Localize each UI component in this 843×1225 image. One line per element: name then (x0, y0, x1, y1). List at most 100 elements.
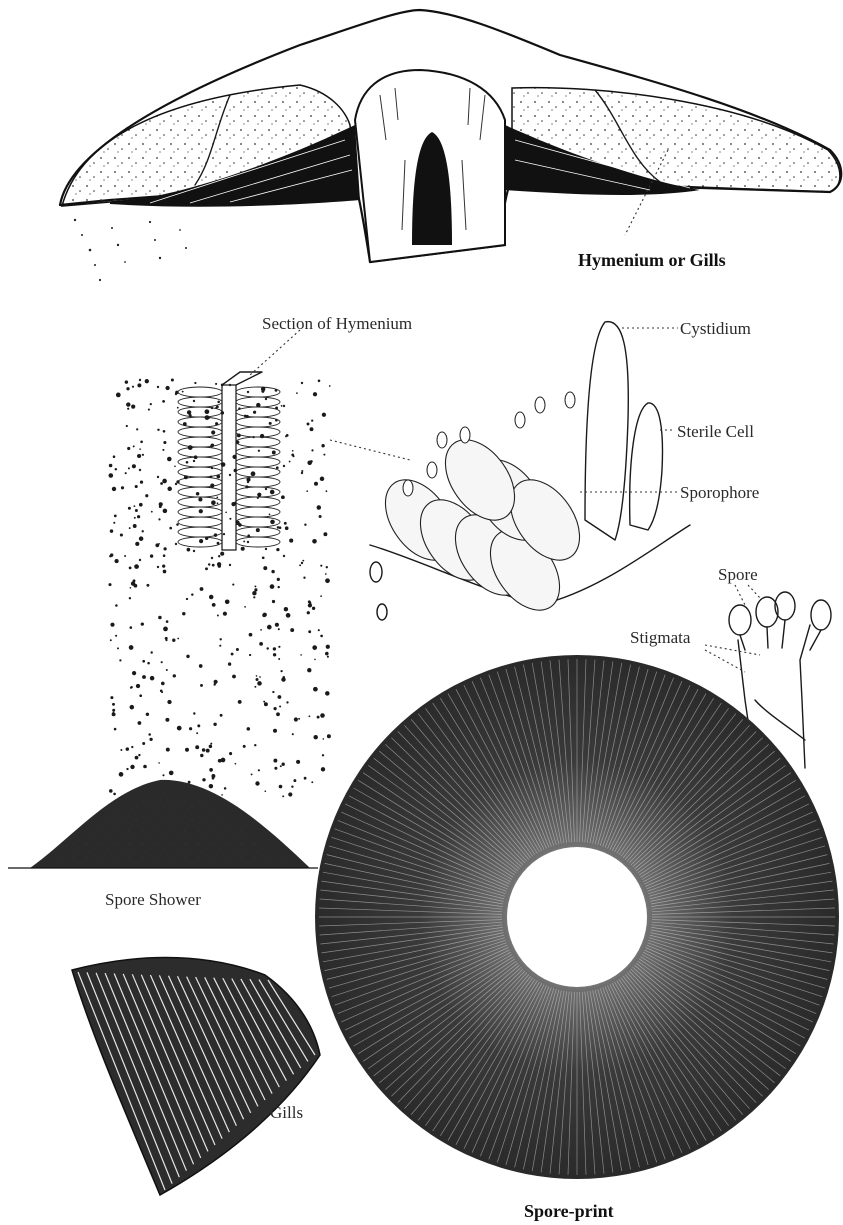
shower-spore (256, 678, 259, 681)
shower-spore (257, 493, 261, 497)
shower-spore (187, 410, 191, 414)
shower-spore (252, 591, 256, 595)
shower-spore (140, 440, 143, 443)
shower-spore (149, 738, 152, 741)
shower-spore (202, 778, 205, 781)
shower-spore (151, 511, 153, 513)
shower-spore (254, 585, 256, 587)
hymenium-cell (236, 387, 280, 397)
shower-spore (229, 752, 232, 755)
shower-spore (137, 515, 140, 518)
shower-spore (159, 505, 162, 508)
shower-spore (215, 407, 217, 409)
shower-spore (284, 522, 287, 525)
shower-spore (263, 566, 267, 570)
shower-spore (221, 411, 225, 415)
shower-spore (162, 400, 165, 403)
hymenium-spore-dot (175, 483, 177, 485)
shower-spore (281, 677, 285, 681)
shower-spore (286, 434, 289, 437)
shower-spore (292, 450, 294, 452)
shower-spore (127, 408, 129, 410)
shower-spore (294, 717, 298, 721)
shower-spore (205, 415, 210, 420)
hymenium-cell (178, 427, 222, 437)
sporophore-spore (403, 480, 413, 496)
sporophores (371, 392, 593, 623)
shower-spore (278, 628, 280, 630)
hymenium-cell (236, 417, 280, 427)
shower-spore (282, 795, 284, 797)
shower-spore (110, 529, 113, 532)
shower-spore (126, 768, 128, 770)
shower-spore (262, 613, 266, 617)
shower-spore (217, 542, 220, 545)
shower-spore (188, 781, 191, 784)
shower-spore (249, 633, 253, 637)
shower-spore (163, 430, 166, 433)
shower-spore (274, 767, 277, 770)
shower-spore (272, 451, 276, 455)
shower-spore (258, 769, 260, 771)
hymenium-cell (236, 507, 280, 517)
shower-spore (182, 391, 184, 393)
shower-spore (269, 514, 271, 516)
shower-spore (166, 620, 169, 623)
shower-spore (212, 564, 215, 567)
shower-spore (112, 703, 115, 706)
shower-spore (129, 645, 134, 650)
shower-spore (163, 627, 168, 632)
shower-spore (308, 715, 310, 717)
shower-spore (320, 595, 322, 597)
shower-spore (232, 455, 236, 459)
shower-spore (165, 386, 169, 390)
shower-spore (317, 505, 321, 509)
shower-spore (205, 409, 210, 414)
basidia-detail (370, 322, 690, 623)
shower-spore (215, 422, 218, 425)
shower-spore (125, 380, 128, 383)
shower-spore (252, 436, 254, 438)
shower-spore (131, 746, 133, 748)
shower-spore (109, 464, 113, 468)
hymenium-spore-dot (193, 550, 195, 552)
shower-spore (225, 599, 230, 604)
shower-spore (323, 454, 325, 456)
shower-spore (209, 745, 212, 748)
shower-spore (310, 460, 313, 463)
shower-spore (259, 642, 263, 646)
shower-spore (162, 449, 164, 451)
shower-spore (146, 713, 149, 716)
shower-spore (254, 744, 256, 746)
shower-spore (199, 509, 203, 513)
shower-spore (281, 405, 283, 407)
shower-spore (196, 492, 200, 496)
shower-spore (224, 787, 227, 790)
shower-spore (160, 690, 163, 693)
sterigmata (740, 620, 821, 650)
spore-c (775, 592, 795, 620)
shower-spore (130, 705, 135, 710)
shower-spore (142, 454, 144, 456)
shower-spore (232, 675, 236, 679)
hymenium-cell (236, 427, 280, 437)
shower-spore (257, 497, 259, 499)
shower-spore (313, 392, 317, 396)
shower-spore (304, 777, 307, 780)
shower-spore (210, 475, 212, 477)
shower-spore (202, 748, 206, 752)
sporophore-spore (437, 432, 447, 448)
shower-spore (166, 748, 170, 752)
shower-spore (247, 727, 251, 731)
shower-spore (145, 379, 149, 383)
shower-spore (195, 745, 199, 749)
loose-spore-2 (377, 604, 387, 620)
shower-spore (275, 407, 278, 410)
shower-spore (277, 526, 280, 529)
shower-spore (244, 415, 247, 418)
shower-spore (132, 386, 134, 388)
shower-spore (286, 701, 288, 703)
shower-spore (217, 615, 219, 617)
hymenium-cell (178, 387, 222, 397)
